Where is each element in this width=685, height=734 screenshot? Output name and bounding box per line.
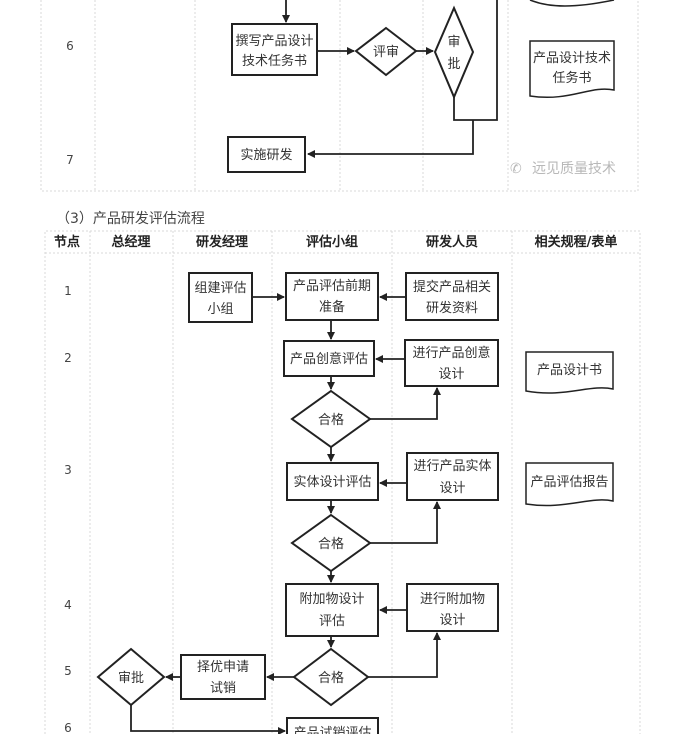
svg-text:合格: 合格 xyxy=(318,670,344,686)
svg-text:准备: 准备 xyxy=(319,299,345,315)
svg-text:节点: 节点 xyxy=(54,234,80,250)
pre-eval-box: 产品评估前期 准备 xyxy=(285,272,379,321)
entity-design-box: 进行产品实体 设计 xyxy=(406,452,499,501)
svg-text:审: 审 xyxy=(447,35,460,50)
svg-text:任务书: 任务书 xyxy=(552,70,591,86)
svg-text:相关规程/表单: 相关规程/表单 xyxy=(535,234,618,250)
svg-text:评估小组: 评估小组 xyxy=(306,234,358,250)
addon-design-box: 进行附加物 设计 xyxy=(406,583,499,632)
upper-table-grid xyxy=(40,0,639,192)
svg-text:进行附加物: 进行附加物 xyxy=(420,592,485,607)
svg-text:1: 1 xyxy=(64,284,72,298)
svg-text:产品设计技术: 产品设计技术 xyxy=(533,51,611,66)
submit-docs-box: 提交产品相关 研发资料 xyxy=(405,272,499,321)
qualified-diamond-3: 合格 xyxy=(292,647,370,707)
svg-text:设计: 设计 xyxy=(439,481,465,496)
doc-design-document: 产品设计书 xyxy=(525,351,614,394)
svg-text:试销: 试销 xyxy=(210,681,236,696)
svg-text:设计: 设计 xyxy=(439,613,465,628)
svg-text:研发资料: 研发资料 xyxy=(426,300,478,316)
svg-text:研发经理: 研发经理 xyxy=(196,234,248,250)
gm-approve-diamond: 审批 xyxy=(96,647,166,707)
svg-text:进行产品创意: 进行产品创意 xyxy=(412,345,490,361)
svg-text:择优申请: 择优申请 xyxy=(197,660,249,675)
form-team-box: 组建评估 小组 xyxy=(188,272,253,323)
svg-text:实体设计评估: 实体设计评估 xyxy=(293,475,371,490)
approve-diamond: 审 批 xyxy=(433,5,475,100)
svg-text:设计: 设计 xyxy=(438,367,464,382)
svg-text:3: 3 xyxy=(64,463,72,477)
svg-text:技术任务书: 技术任务书 xyxy=(242,53,307,69)
svg-text:产品设计书: 产品设计书 xyxy=(537,363,602,378)
node-number: 7 xyxy=(66,153,74,167)
svg-text:提交产品相关: 提交产品相关 xyxy=(413,279,491,295)
qualified-diamond-2: 合格 xyxy=(290,513,372,573)
section-title: （3）产品研发评估流程 xyxy=(56,211,205,227)
svg-text:5: 5 xyxy=(64,664,72,678)
implement-box: 实施研发 xyxy=(227,136,306,173)
svg-text:产品评估报告: 产品评估报告 xyxy=(530,475,608,490)
svg-text:实施研发: 实施研发 xyxy=(240,147,292,163)
node-number: 6 xyxy=(66,39,74,53)
svg-text:组建评估: 组建评估 xyxy=(194,281,246,296)
idea-eval-box: 产品创意评估 xyxy=(283,340,375,377)
addon-eval-box: 附加物设计 评估 xyxy=(285,583,379,637)
svg-text:产品试销评估: 产品试销评估 xyxy=(293,726,371,734)
svg-text:总经理: 总经理 xyxy=(111,234,150,250)
arrow xyxy=(370,501,441,544)
svg-text:合格: 合格 xyxy=(318,536,344,552)
svg-text:进行产品实体: 进行产品实体 xyxy=(413,459,491,474)
svg-text:产品评估前期: 产品评估前期 xyxy=(293,278,371,294)
document-shape-partial xyxy=(529,0,615,7)
review-diamond: 评审 xyxy=(354,26,418,77)
svg-text:远见质量技术: 远见质量技术 xyxy=(532,161,616,177)
idea-design-box: 进行产品创意 设计 xyxy=(404,339,499,387)
svg-text:合格: 合格 xyxy=(318,412,344,428)
write-spec-box: 撰写产品设计 技术任务书 xyxy=(231,23,318,76)
trial-eval-box: 产品试销评估 xyxy=(286,717,379,734)
entity-eval-box: 实体设计评估 xyxy=(286,462,379,501)
arrow xyxy=(368,632,441,678)
arrow xyxy=(130,705,286,734)
svg-text:研发人员: 研发人员 xyxy=(426,234,478,250)
doc-report-document: 产品评估报告 xyxy=(525,462,614,507)
svg-text:产品创意评估: 产品创意评估 xyxy=(290,351,368,367)
svg-text:小组: 小组 xyxy=(207,302,233,317)
svg-text:评估: 评估 xyxy=(319,614,345,629)
arrow xyxy=(307,120,474,158)
svg-text:批: 批 xyxy=(447,57,460,72)
trial-apply-box: 择优申请 试销 xyxy=(180,654,266,700)
watermark: ✆ 远见质量技术 xyxy=(510,161,616,177)
eval-table-grid xyxy=(44,230,641,734)
connector xyxy=(453,0,498,121)
arrow xyxy=(370,387,441,420)
table-header: 节点 总经理 研发经理 评估小组 研发人员 相关规程/表单 xyxy=(54,234,617,250)
svg-text:撰写产品设计: 撰写产品设计 xyxy=(235,34,313,49)
qualified-diamond-1: 合格 xyxy=(290,389,372,449)
svg-text:评审: 评审 xyxy=(373,45,399,60)
svg-text:2: 2 xyxy=(64,351,72,365)
wechat-icon: ✆ xyxy=(510,161,522,177)
svg-text:审批: 审批 xyxy=(118,671,144,686)
svg-text:6: 6 xyxy=(64,721,72,734)
svg-text:4: 4 xyxy=(64,598,72,612)
doc-spec-document: 产品设计技术 任务书 xyxy=(529,40,615,98)
node-numbers: 1 2 3 4 5 6 xyxy=(64,284,72,734)
svg-text:附加物设计: 附加物设计 xyxy=(299,592,364,607)
